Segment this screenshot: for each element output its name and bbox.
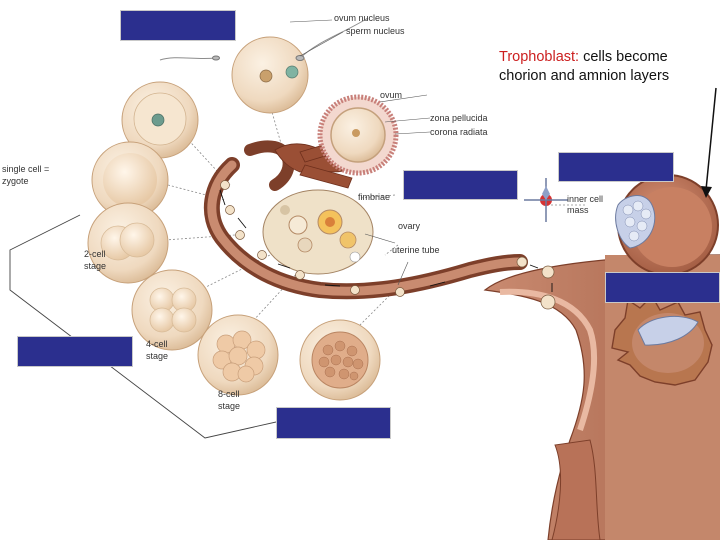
uterus-lining bbox=[499, 288, 598, 431]
cleavage-bracket bbox=[9, 214, 286, 439]
trophoblast-term: Trophoblast: bbox=[499, 49, 580, 65]
callout-line-2: chorion and amnion layers bbox=[499, 68, 670, 84]
ovum-label: ovum bbox=[380, 90, 402, 100]
eight-cell-stage bbox=[197, 314, 279, 396]
uterine-tube-lumen bbox=[207, 160, 525, 296]
callout-line-1: Trophoblast: cells become bbox=[499, 48, 719, 67]
blastocyst bbox=[615, 174, 719, 276]
leader-lines bbox=[289, 19, 431, 286]
inner-cell-mass-label-line2: mass bbox=[567, 205, 589, 215]
single-cell-label-line2: zygote bbox=[2, 176, 29, 186]
ovary-follicles bbox=[280, 205, 361, 263]
label-mask-left bbox=[17, 336, 133, 367]
label-mask-bottom bbox=[276, 407, 391, 439]
label-mask-fimbriae bbox=[403, 170, 518, 200]
zygote-single-cell bbox=[91, 141, 169, 219]
four-cell-label-line1: 4-cell bbox=[146, 339, 168, 349]
morula-stage bbox=[299, 319, 381, 401]
two-cell-label-line1: 2-cell bbox=[84, 249, 106, 259]
fertilized-ovum bbox=[231, 36, 309, 114]
four-cell-label-line2: stage bbox=[146, 351, 168, 361]
trophoblast-callout: Trophoblast: cells become chorion and am… bbox=[499, 48, 719, 86]
label-mask-top bbox=[120, 10, 236, 41]
label-mask-inner-cell bbox=[558, 152, 674, 182]
tube-embryos bbox=[220, 180, 556, 310]
trophoblast-arrow bbox=[701, 87, 717, 198]
ovum-nucleus-label: ovum nucleus bbox=[334, 13, 390, 23]
uterine-tube-label: uterine tube bbox=[392, 245, 440, 255]
single-cell-label-line1: single cell = bbox=[2, 164, 49, 174]
eight-cell-label-line1: 8-cell bbox=[218, 389, 240, 399]
label-mask-blastocyst bbox=[605, 272, 720, 303]
ovary-label: ovary bbox=[398, 221, 421, 231]
implanting-blastocyst bbox=[611, 294, 713, 386]
ovum-corona bbox=[317, 94, 399, 176]
sperm-cells bbox=[159, 17, 369, 61]
corona-radiata-label: corona radiata bbox=[430, 127, 488, 137]
fimbriae-label: fimbriae bbox=[358, 192, 390, 202]
eight-cell-label-line2: stage bbox=[218, 401, 240, 411]
two-cell-label-line2: stage bbox=[84, 261, 106, 271]
movement-arrows bbox=[219, 189, 553, 292]
inner-cell-mass-label-line1: inner cell bbox=[567, 194, 603, 204]
callout-line1-rest: cells become bbox=[579, 49, 668, 65]
sperm-nucleus-label: sperm nucleus bbox=[346, 26, 405, 36]
ovary-shape bbox=[262, 189, 374, 275]
uterine-embryo-marker bbox=[524, 178, 568, 222]
zona-pellucida-label: zona pellucida bbox=[430, 113, 488, 123]
four-cell-stage bbox=[131, 269, 213, 351]
zygote-early bbox=[121, 81, 199, 159]
two-cell-stage bbox=[87, 202, 169, 284]
